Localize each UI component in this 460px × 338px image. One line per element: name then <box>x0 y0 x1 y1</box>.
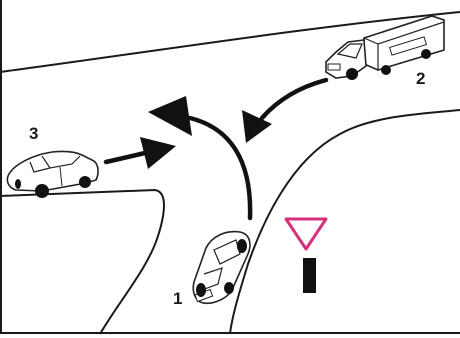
arrow-truck-2-head <box>242 110 272 143</box>
road-edge-right-lower <box>229 109 460 335</box>
car-1-wheel-rear-2 <box>224 282 234 294</box>
yield-sign <box>284 217 328 293</box>
car-3-wheel-rear-far <box>15 179 21 189</box>
truck-2-wheel-rear-2 <box>421 49 431 59</box>
truck-2-windshield <box>336 43 363 59</box>
vehicle-number-2: 2 <box>416 69 425 88</box>
vehicle-number-1: 1 <box>173 289 182 308</box>
road-edge-top <box>0 11 460 73</box>
car-1-wheel-front <box>196 283 206 297</box>
truck-2-grille <box>327 63 341 71</box>
car-3-windows <box>29 155 81 173</box>
arrow-car-1-head <box>148 96 192 136</box>
arrow-car-1-shaft <box>187 115 253 221</box>
car-1-wheel-rear <box>237 239 247 253</box>
arrow-car-3-head <box>140 137 176 169</box>
yield-sign-post <box>303 258 316 293</box>
truck-2-cab <box>325 39 367 79</box>
road-edge-left-lower <box>0 188 165 335</box>
truck-2-wheel-rear <box>381 65 391 75</box>
movement-arrows <box>103 77 329 221</box>
road-edges <box>0 11 460 335</box>
yield-sign-triangle <box>284 217 328 251</box>
car-1-windows <box>201 239 241 291</box>
truck-2-side-window <box>388 36 428 56</box>
car-3-wheel-front <box>79 176 91 188</box>
vehicle-car-1 <box>192 230 251 305</box>
arrow-car-3-shaft <box>103 150 148 165</box>
vehicle-truck-2 <box>325 15 445 80</box>
car-3-door-line <box>59 166 63 187</box>
car-3-wheel-rear <box>35 184 49 198</box>
vehicle-number-3: 3 <box>29 124 38 143</box>
arrow-truck-2-shaft <box>259 77 329 121</box>
truck-2-cargo-edge <box>363 21 445 70</box>
vehicle-car-3 <box>6 150 99 198</box>
truck-2-wheel-front <box>346 68 358 80</box>
